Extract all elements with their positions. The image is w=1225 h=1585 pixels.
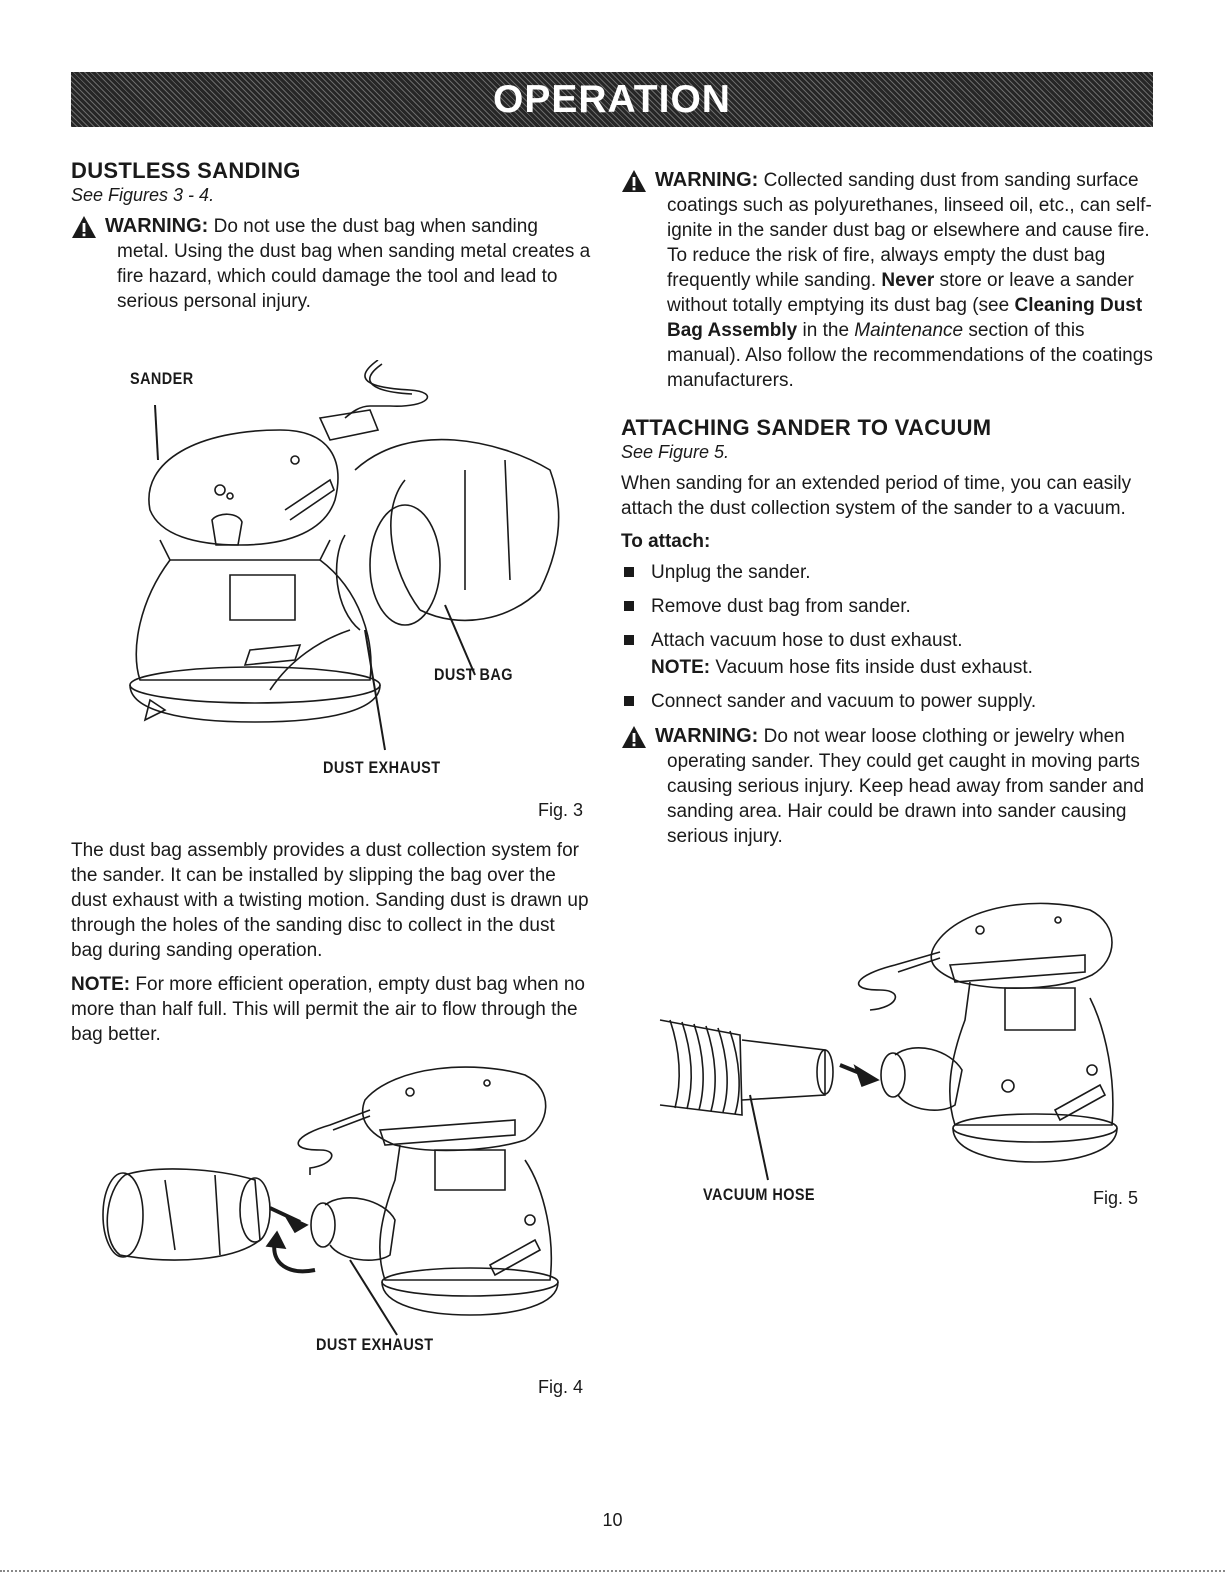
page-number: 10 <box>602 1510 623 1530</box>
left-lower-text: The dust bag assembly provides a dust co… <box>71 838 591 1047</box>
bullet-square-icon <box>624 567 634 577</box>
warning-metal: WARNING: Do not use the dust bag when sa… <box>71 214 591 314</box>
bullet-square-icon <box>624 696 634 706</box>
note-half-full: NOTE: For more efficient operation, empt… <box>71 972 591 1047</box>
fig4-number: Fig. 4 <box>538 1377 584 1397</box>
warning-triangle-icon <box>622 170 646 192</box>
left-column: DUSTLESS SANDING See Figures 3 - 4. WARN… <box>71 158 591 314</box>
bullet-square-icon <box>624 635 634 645</box>
maintenance-ref: Maintenance <box>854 320 964 341</box>
section-banner: OPERATION <box>71 72 1153 127</box>
warning-text-a: Collected sanding dust from sanding surf… <box>667 170 1152 291</box>
warning-triangle-icon <box>72 216 96 238</box>
fig3-label-dust-exhaust: DUST EXHAUST <box>323 758 441 777</box>
dust-bag-paragraph: The dust bag assembly provides a dust co… <box>71 840 589 961</box>
warning-label: WARNING: <box>105 215 209 237</box>
note-text: For more efficient operation, empty dust… <box>71 974 585 1045</box>
fig3-label-sander: SANDER <box>130 369 194 388</box>
list-item: Remove dust bag from sander. <box>621 594 1153 619</box>
to-attach-label: To attach: <box>621 531 711 552</box>
list-item: Unplug the sander. <box>621 560 1153 585</box>
fig5-number: Fig. 5 <box>1093 1188 1139 1208</box>
heading-dustless-sanding: DUSTLESS SANDING <box>71 158 301 183</box>
see-figure-5-ref: See Figure 5. <box>621 442 730 462</box>
fig5-sander-vacuum-hose-illustration <box>650 890 1130 1190</box>
right-column: WARNING: Collected sanding dust from san… <box>621 168 1153 849</box>
list-item: Attach vacuum hose to dust exhaust. <box>621 628 1153 653</box>
warning-text: Do not wear loose clothing or jewelry wh… <box>667 726 1145 847</box>
heading-attaching-vacuum: ATTACHING SANDER TO VACUUM <box>621 415 992 440</box>
note-label: NOTE: <box>651 657 711 678</box>
see-figures-ref: See Figures 3 - 4. <box>71 185 215 205</box>
warning-loose-clothing: WARNING: Do not wear loose clothing or j… <box>621 724 1153 849</box>
cleaning-dust-bag-ref: Cleaning Dust Bag Assembly <box>667 295 1143 341</box>
note-text: Vacuum hose fits inside dust exhaust. <box>715 657 1033 678</box>
warning-text-c: in the <box>802 320 850 341</box>
section-title: OPERATION <box>493 77 731 121</box>
bullet-square-icon <box>624 601 634 611</box>
warning-text: Do not use the dust bag when sanding met… <box>117 216 591 312</box>
list-item: Connect sander and vacuum to power suppl… <box>621 689 1153 714</box>
fig3-label-dust-bag: DUST BAG <box>434 665 513 684</box>
attach-steps-list-end: Connect sander and vacuum to power suppl… <box>621 689 1153 714</box>
warning-triangle-icon <box>622 726 646 748</box>
fig4-label-dust-exhaust: DUST EXHAUST <box>316 1335 434 1354</box>
warning-text-b: store or leave a sander without totally … <box>667 270 1134 316</box>
warning-self-ignite: WARNING: Collected sanding dust from san… <box>621 168 1153 393</box>
fig3-number: Fig. 3 <box>538 800 584 820</box>
warning-text-d: section of this manual). Also follow the… <box>667 320 1153 391</box>
vacuum-intro: When sanding for an extended period of t… <box>621 473 1132 519</box>
warning-label: WARNING: <box>655 725 759 747</box>
note-label: NOTE: <box>71 974 131 995</box>
footer-divider <box>0 1570 1225 1573</box>
fig5-label-vacuum-hose: VACUUM HOSE <box>703 1185 815 1204</box>
step-note: NOTE: Vacuum hose fits inside dust exhau… <box>621 655 1153 680</box>
warning-label: WARNING: <box>655 169 759 191</box>
attach-steps-list: Unplug the sander. Remove dust bag from … <box>621 560 1153 653</box>
fig3-sander-with-dust-bag-illustration <box>120 360 580 780</box>
fig4-installing-dust-bag-illustration <box>95 1050 575 1350</box>
warning-never: Never <box>881 270 935 291</box>
